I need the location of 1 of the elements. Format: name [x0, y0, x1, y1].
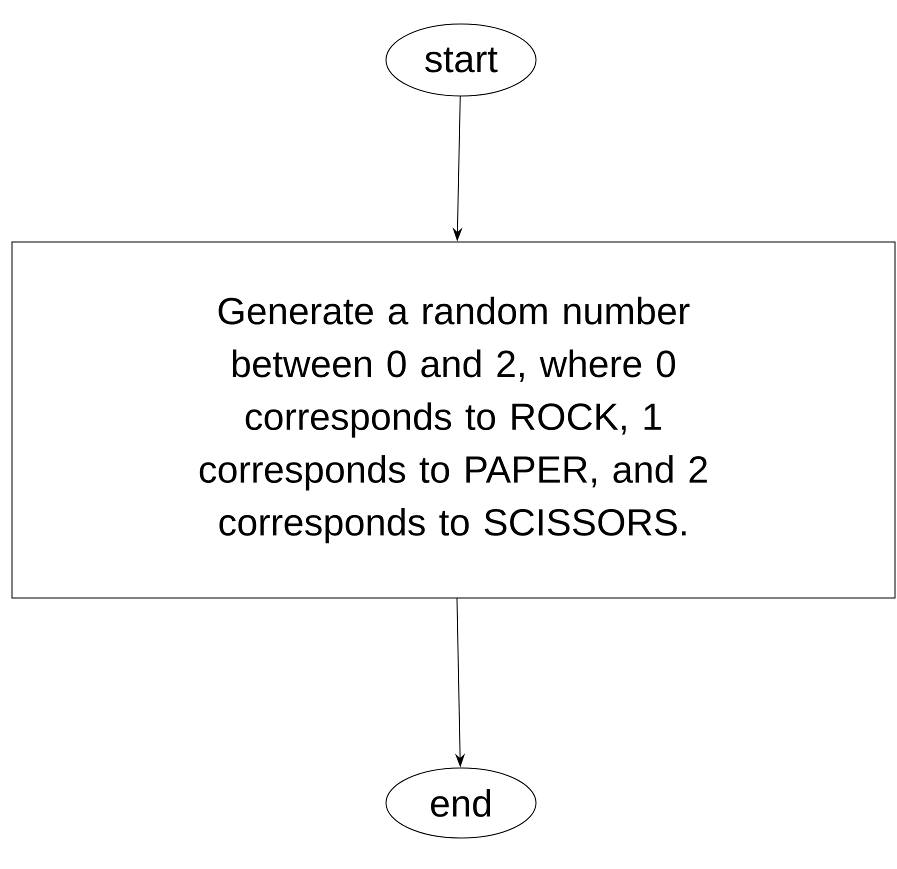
process-box: Generate a random number between 0 and 2, where 0 corresponds to ROCK, 1 corresponds to PAPER, and 2 corresponds to SCISSORS. — [12, 242, 896, 598]
